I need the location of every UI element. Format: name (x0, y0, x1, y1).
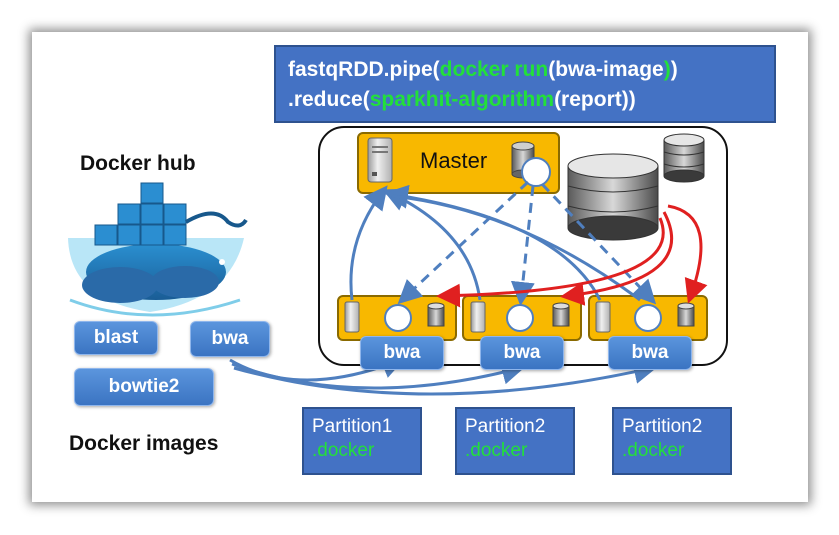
image-bwa[interactable]: bwa (190, 321, 270, 357)
worker-1-icons (344, 301, 445, 333)
partition-1: Partition1 .docker (302, 407, 422, 475)
code-highlight-docker-run: docker run (439, 58, 549, 81)
storage-database-icon (567, 153, 659, 241)
master-executor-icon (521, 157, 551, 187)
code-text: fastqRDD.pipe( (288, 58, 440, 81)
code-line-1: fastqRDD.pipe(docker run(bwa-image)) (288, 55, 774, 85)
docker-whale-icon (68, 182, 248, 317)
code-text: .reduce( (288, 88, 370, 111)
image-bowtie2[interactable]: bowtie2 (74, 368, 214, 406)
code-highlight-sparkhit: sparkhit-algorithm (369, 88, 555, 111)
dispatch-arrows (397, 180, 657, 306)
master-server-icon (367, 137, 393, 183)
partition-2-name: Partition2 (465, 416, 546, 437)
code-highlight-paren: ) (663, 58, 671, 81)
partition-1-name: Partition1 (312, 416, 393, 437)
partition-3: Partition2 .docker (612, 407, 732, 475)
docker-images-title: Docker images (69, 432, 219, 455)
worker-2-icons (470, 301, 570, 333)
worker-2-bwa: bwa (480, 336, 564, 370)
small-database-icon (663, 133, 705, 183)
partition-2: Partition2 .docker (455, 407, 575, 475)
code-box: fastqRDD.pipe(docker run(bwa-image)) .re… (274, 45, 776, 123)
data-arrows (436, 204, 708, 308)
worker-3-bwa: bwa (608, 336, 692, 370)
master-label: Master (420, 148, 488, 173)
worker-1-bwa: bwa (360, 336, 444, 370)
partition-3-name: Partition2 (622, 416, 703, 437)
worker-3-icons (595, 301, 695, 333)
partition-3-ext: .docker (622, 440, 685, 461)
code-text: ) (670, 58, 678, 81)
docker-hub-title: Docker hub (80, 152, 196, 175)
code-text: (report)) (554, 88, 636, 111)
code-text: (bwa-image (548, 58, 664, 81)
code-line-2: .reduce(sparkhit-algorithm(report)) (288, 85, 774, 115)
partition-2-ext: .docker (465, 440, 528, 461)
image-blast[interactable]: blast (74, 321, 158, 355)
partition-1-ext: .docker (312, 440, 375, 461)
